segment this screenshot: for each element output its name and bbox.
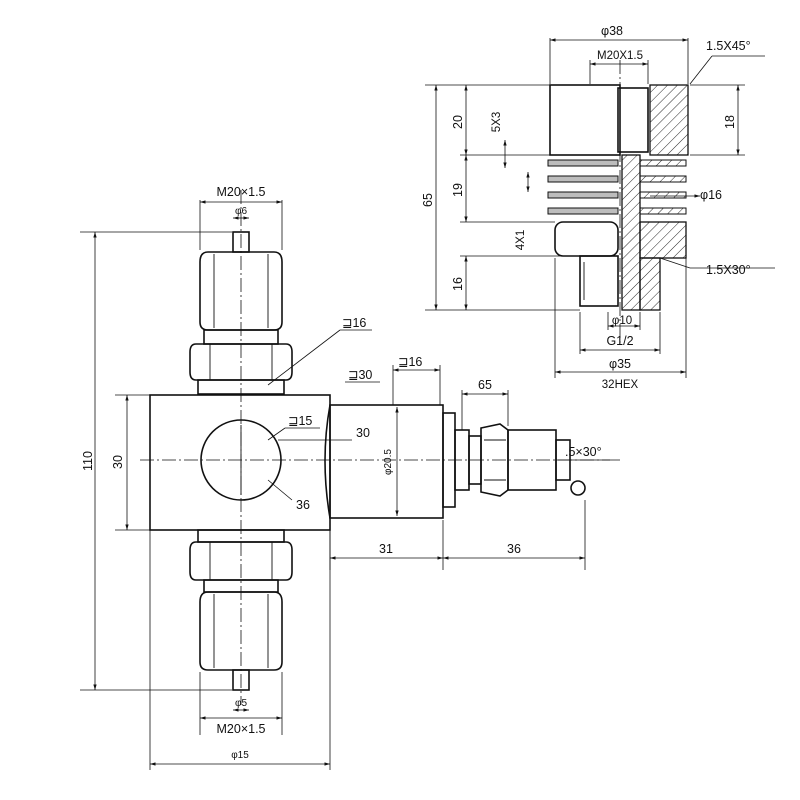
section-dim-4x1-label: 4X1 xyxy=(515,230,527,250)
top-neck xyxy=(203,329,279,345)
section-dim-5x3-label: 5X3 xyxy=(491,112,503,132)
hex-size-label: 32HEX xyxy=(602,379,639,391)
section-dia-10-label: φ10 xyxy=(612,315,632,327)
bore-circle xyxy=(200,419,282,501)
bottom-hex xyxy=(189,541,293,581)
top-pin-dia-label: φ6 xyxy=(235,206,247,217)
sensor-join xyxy=(324,404,331,519)
fin-4 xyxy=(547,207,619,215)
cable-chamfer-label: .5×30° xyxy=(565,445,602,459)
length-36-label: 36 xyxy=(507,542,521,556)
fin-2 xyxy=(547,175,619,183)
bottom-cap-nut xyxy=(199,591,283,671)
hatch-bottom xyxy=(639,257,661,311)
bottom-thread-label: M20×1.5 xyxy=(217,722,266,736)
section-bottom-thread xyxy=(579,255,619,307)
section-view: φ38 M20X1.5 1.5X45° 65 20 19 16 5X3 4X1 … xyxy=(421,24,775,391)
top-collar xyxy=(197,379,285,395)
fin-1 xyxy=(547,159,619,167)
hatch-stem xyxy=(621,154,641,311)
cable-loop xyxy=(570,480,586,496)
section-dia-35-label: φ35 xyxy=(609,357,631,371)
width-hex-label: ⊒16 xyxy=(398,355,422,369)
bottom-pin-dia-label: φ5 xyxy=(235,698,247,709)
chamfer-bottom-label: 1.5X30° xyxy=(706,263,751,277)
top-hex xyxy=(189,343,293,381)
bore-size-label: ⊒15 xyxy=(288,414,312,428)
section-top-block xyxy=(549,84,621,156)
top-thread-label: M20×1.5 xyxy=(217,185,266,199)
section-dim-20-label: 20 xyxy=(451,115,465,129)
fin-3 xyxy=(547,191,619,199)
bore-outer-label: 36 xyxy=(296,498,310,512)
hatch-hex xyxy=(639,221,687,259)
cable-dim-label: 65 xyxy=(478,378,492,392)
pipe-thread-label: G1/2 xyxy=(606,334,633,348)
section-dim-18-label: 18 xyxy=(723,115,737,129)
nut-size-label: ⊒16 xyxy=(342,316,366,330)
section-bore-dia-label: φ16 xyxy=(700,188,722,202)
bore-inner-label: 30 xyxy=(356,426,370,440)
front-view: M20×1.5 φ6 110 30 ⊒16 ⊒30 ⊒16 ⊒15 30 36 xyxy=(80,185,620,770)
section-hex xyxy=(554,221,619,257)
sensor-dia-label: φ20.5 xyxy=(383,449,394,475)
section-dim-65-label: 65 xyxy=(421,193,435,207)
section-thread-label: M20X1.5 xyxy=(597,50,643,62)
section-top-dia-label: φ38 xyxy=(601,24,623,38)
bottom-pin xyxy=(232,669,250,691)
chamfer-top-label: 1.5X45° xyxy=(706,39,751,53)
length-31-label: 31 xyxy=(379,542,393,556)
section-top-inner xyxy=(617,87,649,153)
section-dim-19-label: 19 xyxy=(451,183,465,197)
overall-height-label: 110 xyxy=(81,451,95,471)
hatch-top xyxy=(649,84,689,156)
body-height-label: 30 xyxy=(111,455,125,469)
section-dim-16-label: 16 xyxy=(451,277,465,291)
flat-size-label: ⊒30 xyxy=(348,368,372,382)
bottom-width-label: φ15 xyxy=(231,750,249,761)
